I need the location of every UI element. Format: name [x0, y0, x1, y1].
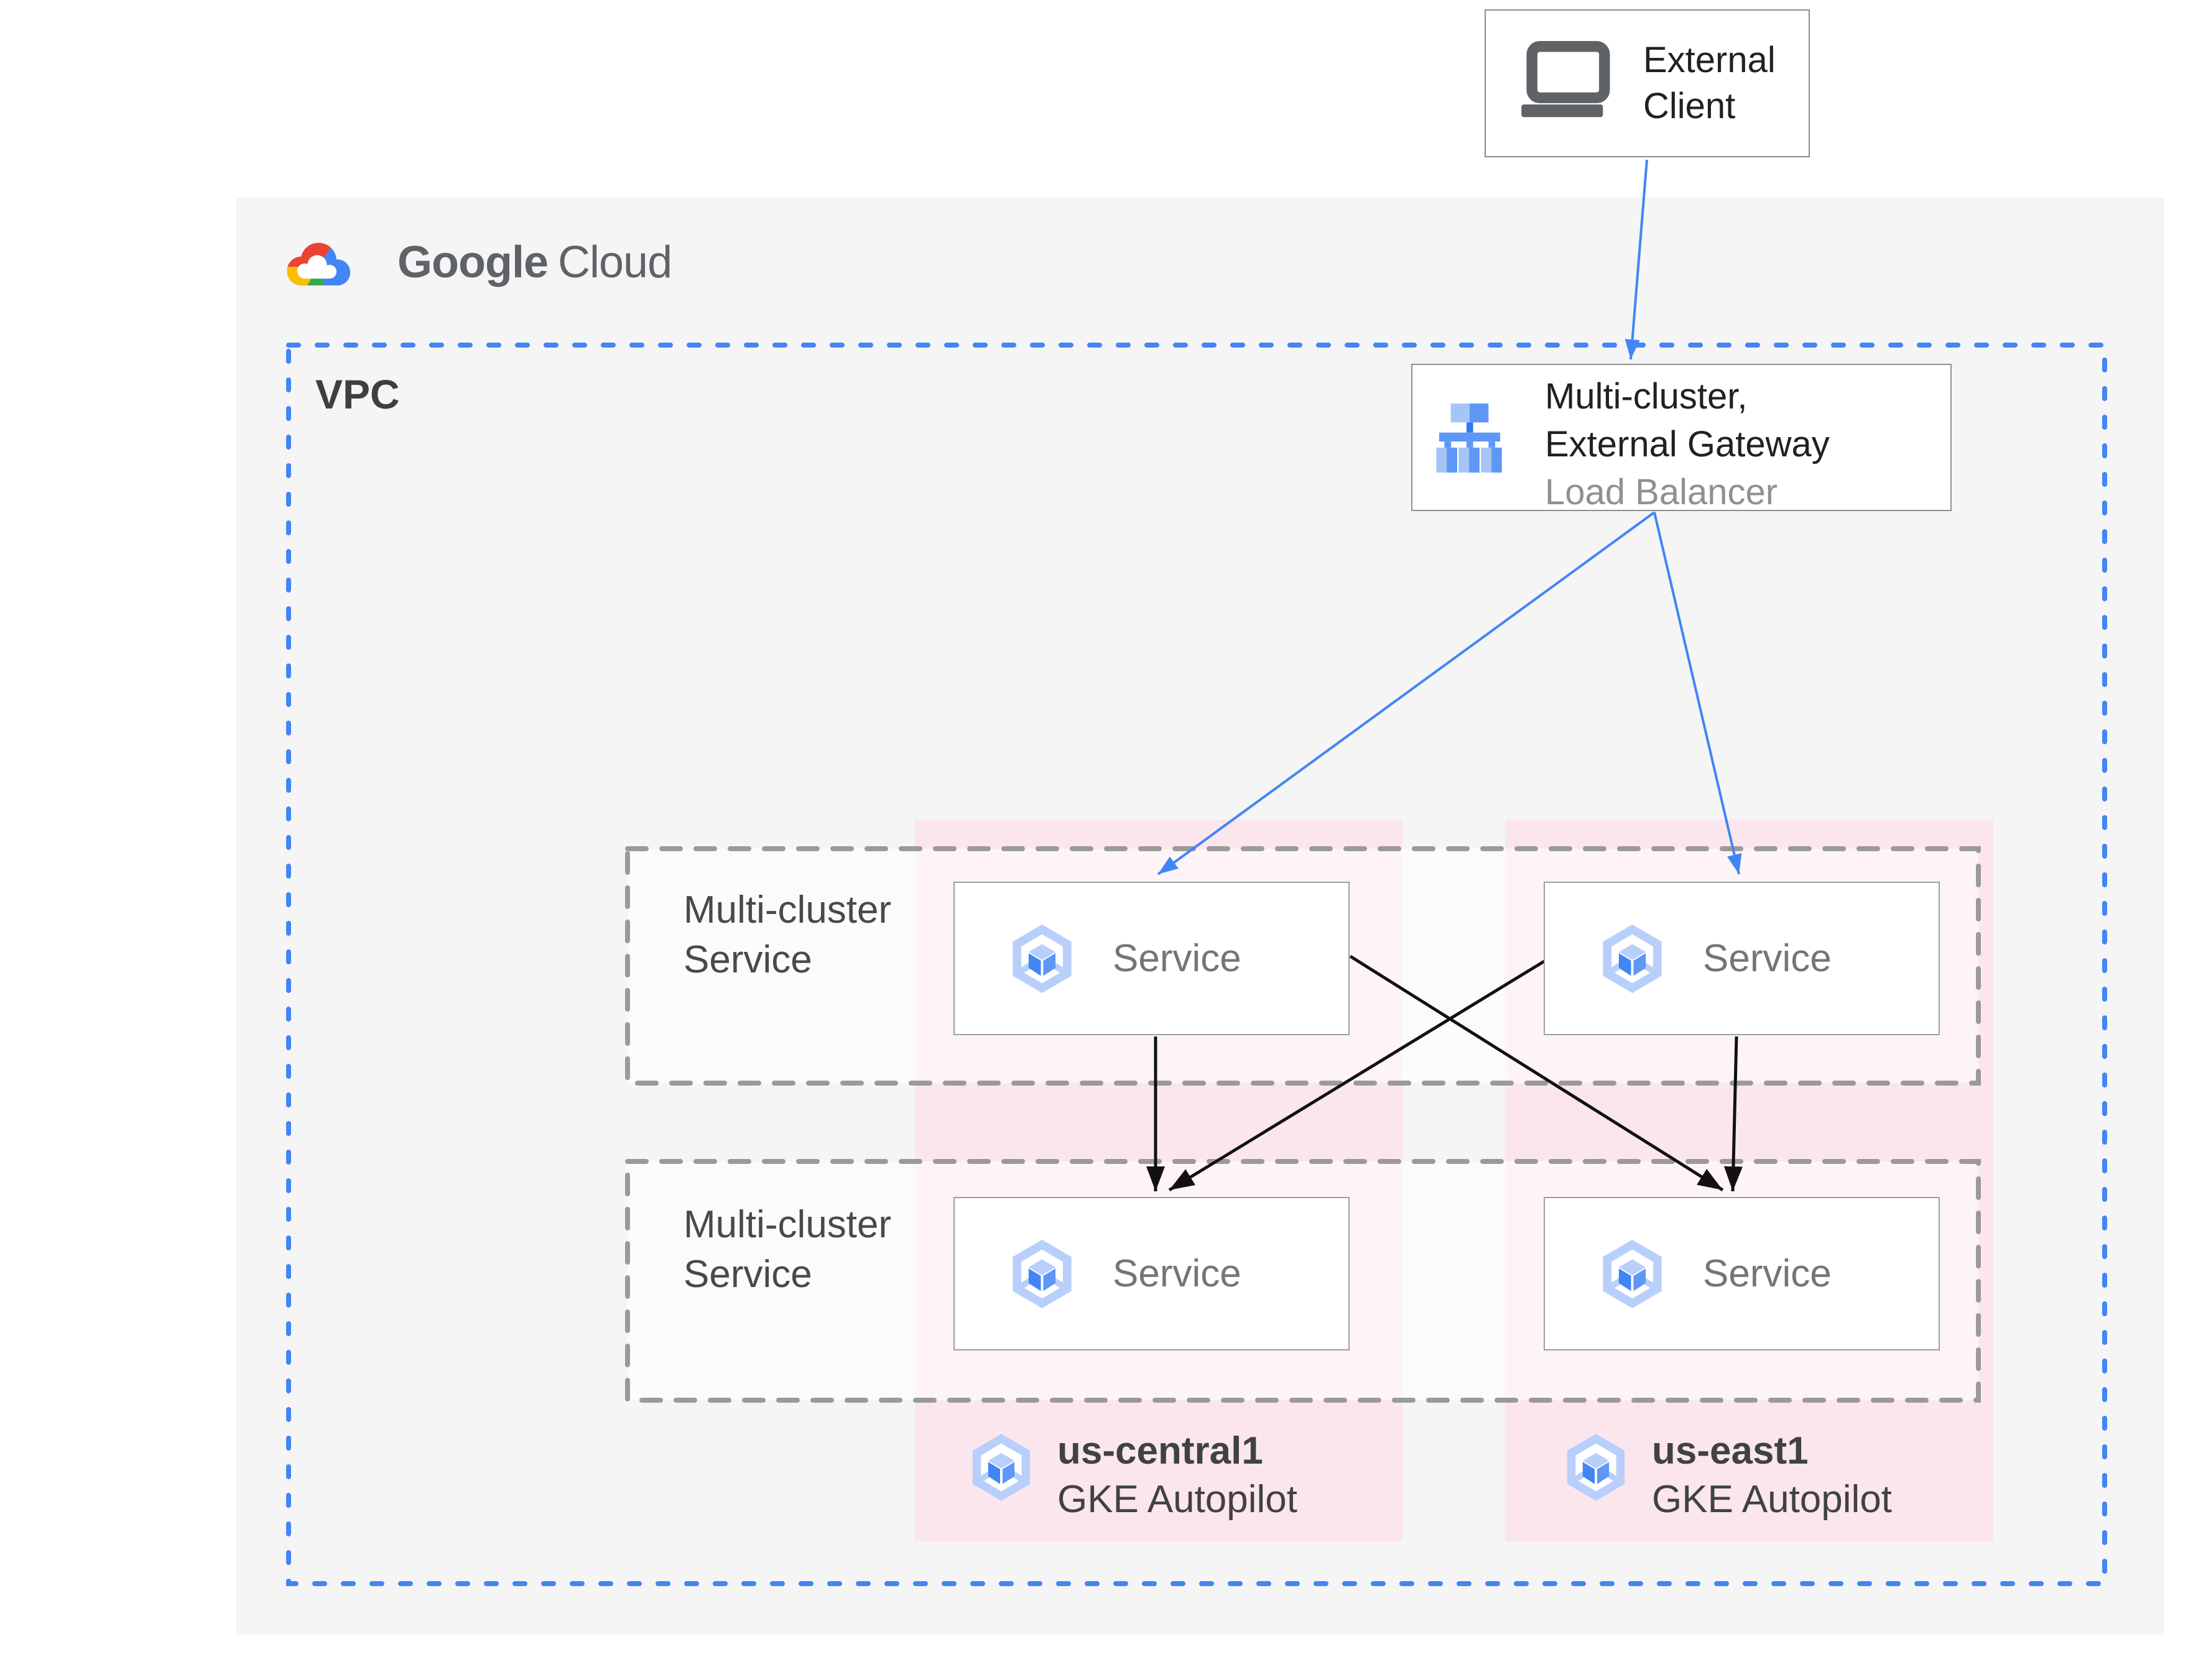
row-1-label-line2: Service [684, 938, 812, 981]
vpc-label: VPC [315, 371, 400, 417]
service-node-2: Service [1544, 882, 1940, 1035]
service-label: Service [1113, 1252, 1241, 1295]
service2-to-service4-arrow [1723, 1036, 1743, 1192]
load-balancer-node: Multi-cluster, External Gateway Load Bal… [1411, 364, 1952, 512]
load-balancer-label: Multi-cluster, External Gateway Load Bal… [1545, 372, 1830, 516]
load-balancer-icon [1436, 404, 1502, 473]
external-client-node: External Client [1485, 9, 1810, 157]
logo-product-text: Cloud [558, 237, 672, 287]
service-node-3: Service [953, 1197, 1350, 1350]
cluster-region-name: us-central1 [1057, 1429, 1263, 1472]
cluster-platform-name: GKE Autopilot [1652, 1478, 1893, 1521]
lb-to-service2-arrow [1653, 512, 1742, 875]
multi-cluster-service-row-2-label: Multi-cluster Service [684, 1200, 891, 1299]
gke-service-icon [1013, 924, 1072, 993]
logo-brand-text: Google [397, 237, 549, 287]
service-label: Service [1703, 1252, 1832, 1295]
external-client-line1: External [1643, 40, 1776, 80]
external-client-label: External Client [1643, 37, 1776, 129]
service-label: Service [1703, 937, 1832, 980]
lb-to-service1-arrow [1157, 511, 1656, 875]
gke-service-icon [1013, 1239, 1072, 1308]
service1-to-service4-cross-arrow [1349, 954, 1724, 1192]
gke-cluster-icon [1567, 1434, 1625, 1501]
client-to-lb-arrow [1625, 159, 1648, 360]
service2-to-service3-cross-arrow [1168, 959, 1546, 1192]
service-node-4: Service [1544, 1197, 1940, 1350]
google-cloud-logo-icon [287, 242, 351, 286]
service-label: Service [1113, 937, 1241, 980]
gke-service-icon [1603, 924, 1662, 993]
row-2-label-line1: Multi-cluster [684, 1203, 892, 1246]
row-1-label-line1: Multi-cluster [684, 888, 892, 931]
external-client-line2: Client [1643, 86, 1736, 126]
gke-cluster-icon [972, 1434, 1031, 1501]
row-2-label-line2: Service [684, 1253, 812, 1296]
cluster-label-us-east1: us-east1 GKE Autopilot [1565, 1429, 1893, 1524]
laptop-icon [1521, 41, 1610, 118]
cluster-label-us-central1: us-central1 GKE Autopilot [970, 1429, 1298, 1524]
lb-title-line2: External Gateway [1545, 424, 1830, 464]
lb-subtitle: Load Balancer [1545, 472, 1778, 512]
vpc-border [286, 343, 2107, 1586]
lb-title-line1: Multi-cluster, [1545, 376, 1748, 417]
cluster-platform-name: GKE Autopilot [1057, 1478, 1298, 1521]
gke-service-icon [1603, 1239, 1662, 1308]
cluster-region-name: us-east1 [1652, 1429, 1809, 1472]
service-node-1: Service [953, 882, 1350, 1035]
multi-cluster-service-row-1-label: Multi-cluster Service [684, 885, 891, 985]
